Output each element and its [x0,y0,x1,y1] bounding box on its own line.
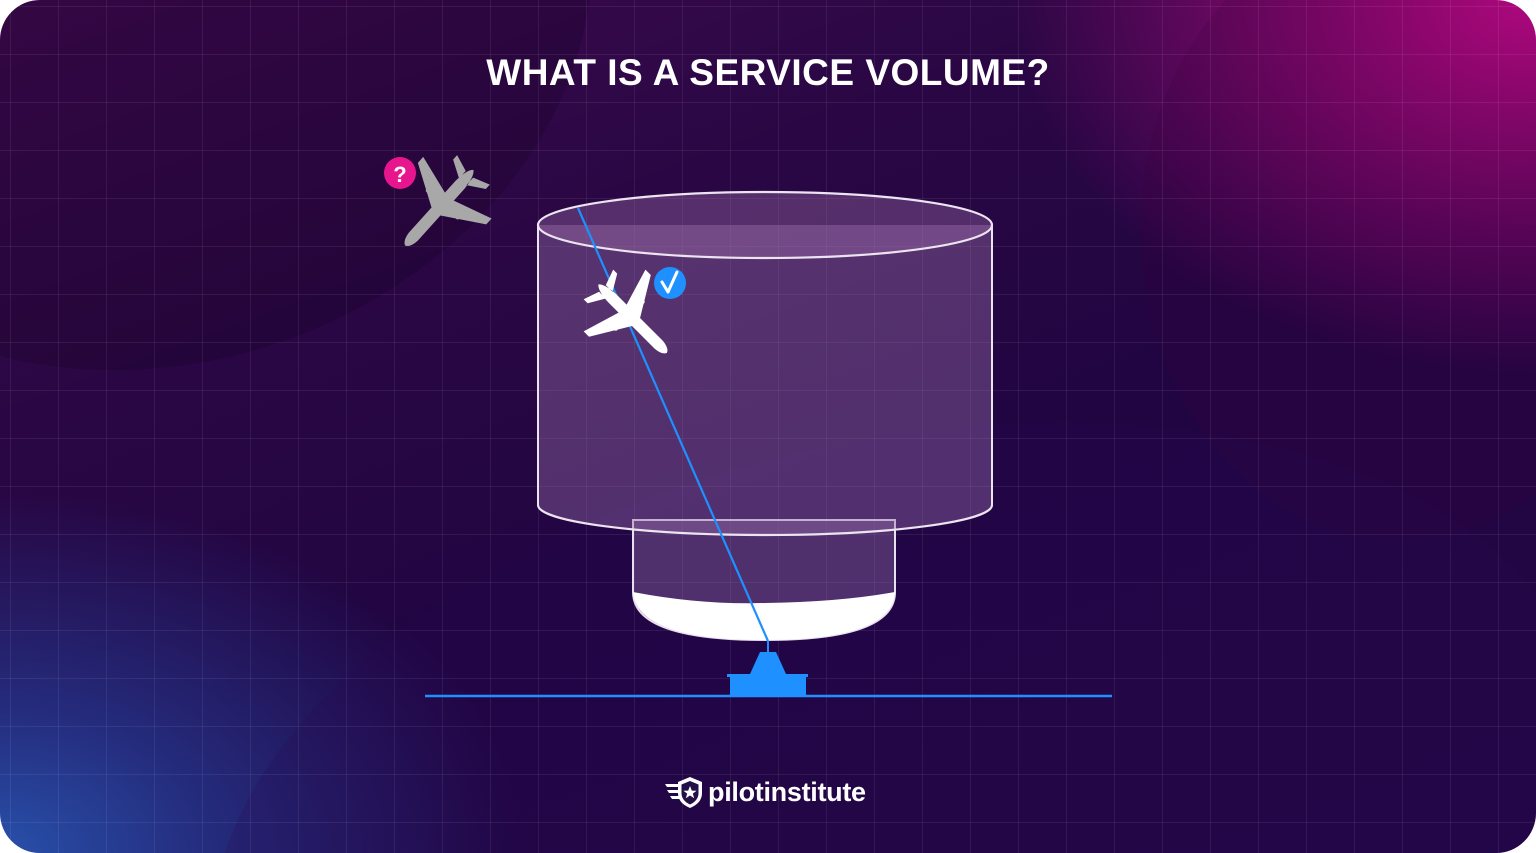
question-mark-icon: ? [393,162,406,187]
brand-logo: pilotinstitute [664,774,866,810]
checkmark-icon [660,270,679,294]
aircraft-outside-icon [404,155,492,247]
unknown-status-badge: ? [384,157,416,189]
shield-star-wings-icon [665,777,702,808]
lower-service-volume [632,519,896,642]
upper-service-volume [536,190,994,537]
verified-status-badge [654,267,686,299]
cone-of-confusion [633,592,895,640]
page-title: WHAT IS A SERVICE VOLUME? [486,52,1050,93]
aircraft-inside-icon [583,269,668,354]
brand-name: pilotinstitute [708,776,866,807]
ground-station-icon [727,652,808,696]
